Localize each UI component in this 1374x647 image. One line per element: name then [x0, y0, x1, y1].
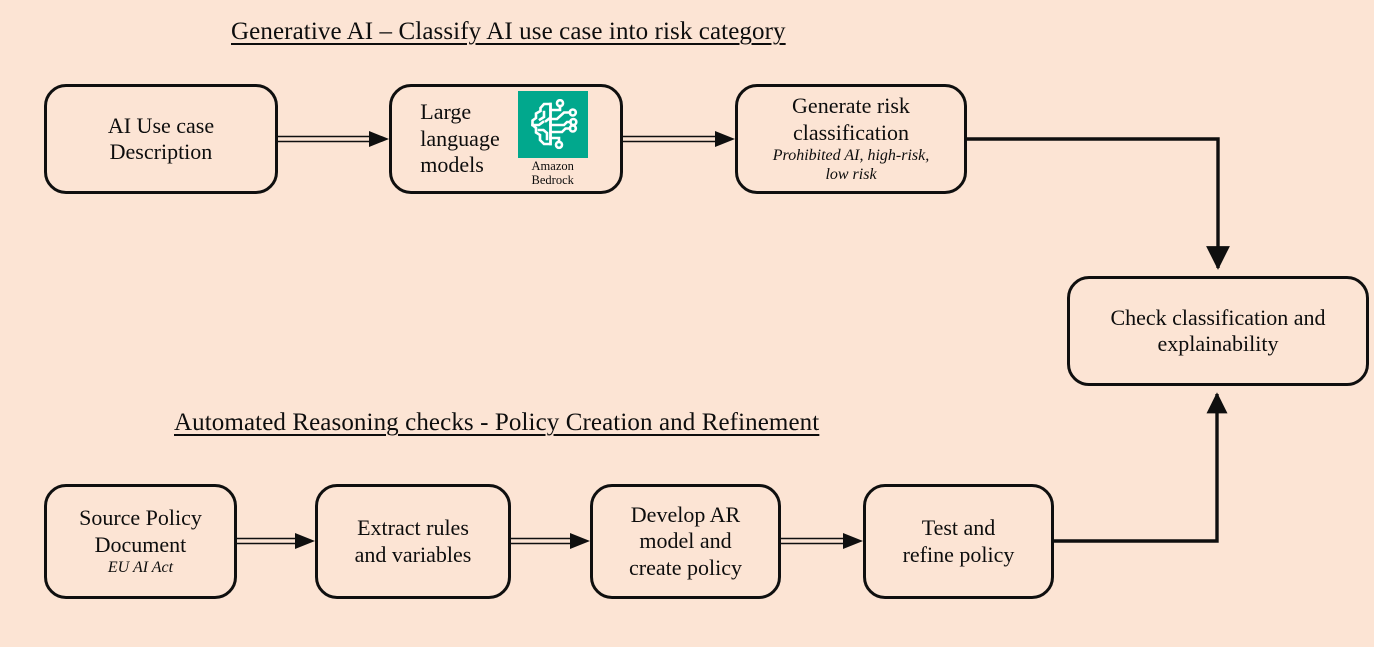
node-label: Generate risk classification: [792, 93, 910, 145]
node-label: Large language models: [420, 98, 500, 178]
edge-genrisk-to-check: [967, 137, 1230, 270]
node-label: Extract rules and variables: [354, 515, 472, 567]
node-test-and-refine-policy[interactable]: Test and refine policy: [863, 484, 1054, 599]
node-develop-ar-model-and-create-policy[interactable]: Develop AR model and create policy: [590, 484, 781, 599]
node-label: AI Use case Description: [107, 112, 215, 164]
section-title-generative-ai: Generative AI – Classify AI use case int…: [231, 18, 786, 45]
node-check-classification-and-explainability[interactable]: Check classification and explainability: [1067, 276, 1369, 386]
edge-develop-to-test: [781, 533, 863, 549]
node-label: Test and refine policy: [902, 515, 1015, 567]
node-sublabel: EU AI Act: [107, 558, 174, 576]
edge-extract-to-develop: [511, 533, 590, 549]
node-label: Source Policy Document: [79, 505, 202, 557]
edge-llm-to-genrisk: [623, 131, 735, 147]
node-large-language-models[interactable]: Large language models: [389, 84, 623, 194]
node-label: Develop AR model and create policy: [629, 501, 742, 580]
node-label: Check classification and explainability: [1110, 304, 1326, 356]
edge-test-to-check: [1054, 392, 1228, 543]
bedrock-brain-circuit-icon: [517, 91, 588, 158]
edge-usecase-to-llm: [278, 131, 389, 147]
edge-sourcepolicy-to-extract: [237, 533, 315, 549]
node-source-policy-document[interactable]: Source Policy Document EU AI Act: [44, 484, 237, 599]
node-ai-use-case-description[interactable]: AI Use case Description: [44, 84, 278, 194]
bedrock-logo-caption: Amazon Bedrock: [531, 159, 574, 187]
node-sublabel: Prohibited AI, high-risk, low risk: [772, 147, 930, 183]
amazon-bedrock-logo: Amazon Bedrock: [514, 91, 592, 187]
section-title-automated-reasoning: Automated Reasoning checks - Policy Crea…: [174, 409, 820, 436]
node-extract-rules-and-variables[interactable]: Extract rules and variables: [315, 484, 511, 599]
node-generate-risk-classification[interactable]: Generate risk classification Prohibited …: [735, 84, 967, 194]
